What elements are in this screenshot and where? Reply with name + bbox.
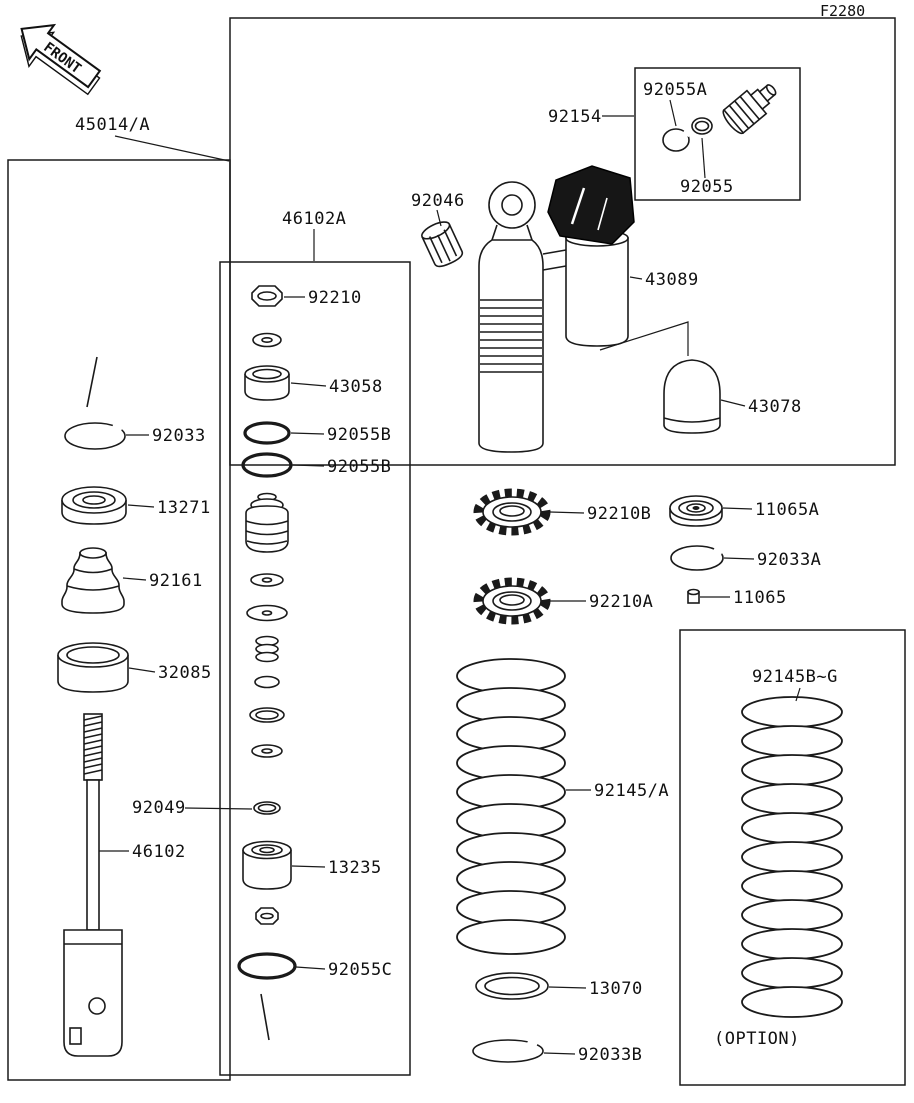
reservoir-43089	[565, 237, 629, 347]
piston-assembly	[245, 492, 289, 553]
washer-small	[250, 573, 284, 587]
oring-92055b-2	[241, 452, 293, 478]
part-label-92210b: 92210B	[587, 504, 651, 524]
assembly-line-43078	[599, 321, 689, 356]
spring-option-92145bg	[741, 696, 843, 1018]
washer-mid	[251, 744, 283, 758]
option-label: (OPTION)	[714, 1029, 800, 1049]
part-label-92046: 92046	[411, 191, 465, 211]
pointer-needle-bottom	[260, 993, 270, 1041]
small-spring	[255, 635, 279, 663]
bushing-13235	[242, 840, 292, 890]
part-label-92145bg: 92145B~G	[752, 667, 838, 687]
part-label-92210a: 92210A	[589, 592, 653, 612]
front-arrow-icon: FRONT	[20, 23, 102, 96]
washer-large	[246, 604, 288, 622]
oring-92055c	[237, 952, 297, 980]
small-oring	[254, 675, 280, 689]
circlip-92033b	[472, 1038, 544, 1063]
nut-92210	[251, 285, 283, 307]
part-label-92033a: 92033A	[757, 550, 821, 570]
ring-92049	[253, 801, 281, 815]
part-label-92154: 92154	[548, 107, 602, 127]
cap-13271	[61, 486, 127, 525]
pointer-needle-left	[86, 356, 98, 408]
circlip-92033	[64, 422, 126, 450]
part-label-32085: 32085	[158, 663, 212, 683]
part-label-13235: 13235	[328, 858, 382, 878]
needle-bearing-92046	[421, 221, 464, 268]
assembly-box-92154	[634, 67, 801, 201]
washer-top	[252, 332, 282, 348]
assembly-box-option	[679, 629, 906, 1086]
cup-32085	[57, 642, 129, 693]
part-label-92161: 92161	[149, 571, 203, 591]
part-label-43078: 43078	[748, 397, 802, 417]
small-nut	[255, 907, 279, 925]
part-label-46102: 46102	[132, 842, 186, 862]
part-label-92145a: 92145/A	[594, 781, 669, 801]
part-label-92055a: 92055A	[643, 80, 707, 100]
oring-92055b-1	[243, 421, 291, 445]
reservoir-cap-43078	[663, 359, 721, 434]
part-label-92055b-1: 92055B	[327, 425, 391, 445]
circlip-92055a	[662, 128, 692, 152]
ring-collar	[249, 707, 285, 723]
part-label-11065: 11065	[733, 588, 787, 608]
part-label-92055: 92055	[680, 177, 734, 197]
cap-11065a	[669, 495, 723, 527]
spring-guide-13070	[475, 972, 549, 1000]
part-label-45014a: 45014/A	[75, 115, 150, 135]
part-label-92049: 92049	[132, 798, 186, 818]
part-label-92033: 92033	[152, 426, 206, 446]
part-label-43058: 43058	[329, 377, 383, 397]
part-label-92033b: 92033B	[578, 1045, 642, 1065]
oring-92055	[691, 117, 713, 135]
part-label-92055c: 92055C	[328, 960, 392, 980]
part-label-11065a: 11065A	[755, 500, 819, 520]
part-label-43089: 43089	[645, 270, 699, 290]
page-code: F2280	[820, 2, 865, 20]
part-label-13271: 13271	[157, 498, 211, 518]
leader-lines	[99, 99, 801, 1055]
part-label-46102a: 46102A	[282, 209, 346, 229]
locknut-92210a	[473, 577, 551, 625]
cup-43058	[244, 365, 290, 401]
locknut-92210b	[473, 488, 551, 536]
reservoir-boot	[547, 165, 635, 245]
assembly-box-46102a	[219, 261, 411, 1076]
circlip-92033a	[670, 545, 724, 571]
bumper-92161	[61, 547, 125, 614]
assembly-box-45014	[7, 159, 231, 1081]
part-label-92055b-2: 92055B	[327, 457, 391, 477]
piston-rod-46102	[63, 713, 123, 1057]
adjuster-92154	[722, 84, 777, 135]
plug-11065	[687, 588, 700, 604]
part-label-92210: 92210	[308, 288, 362, 308]
part-label-13070: 13070	[589, 979, 643, 999]
spring-92145a	[456, 658, 566, 955]
shock-body-45014	[478, 165, 635, 453]
